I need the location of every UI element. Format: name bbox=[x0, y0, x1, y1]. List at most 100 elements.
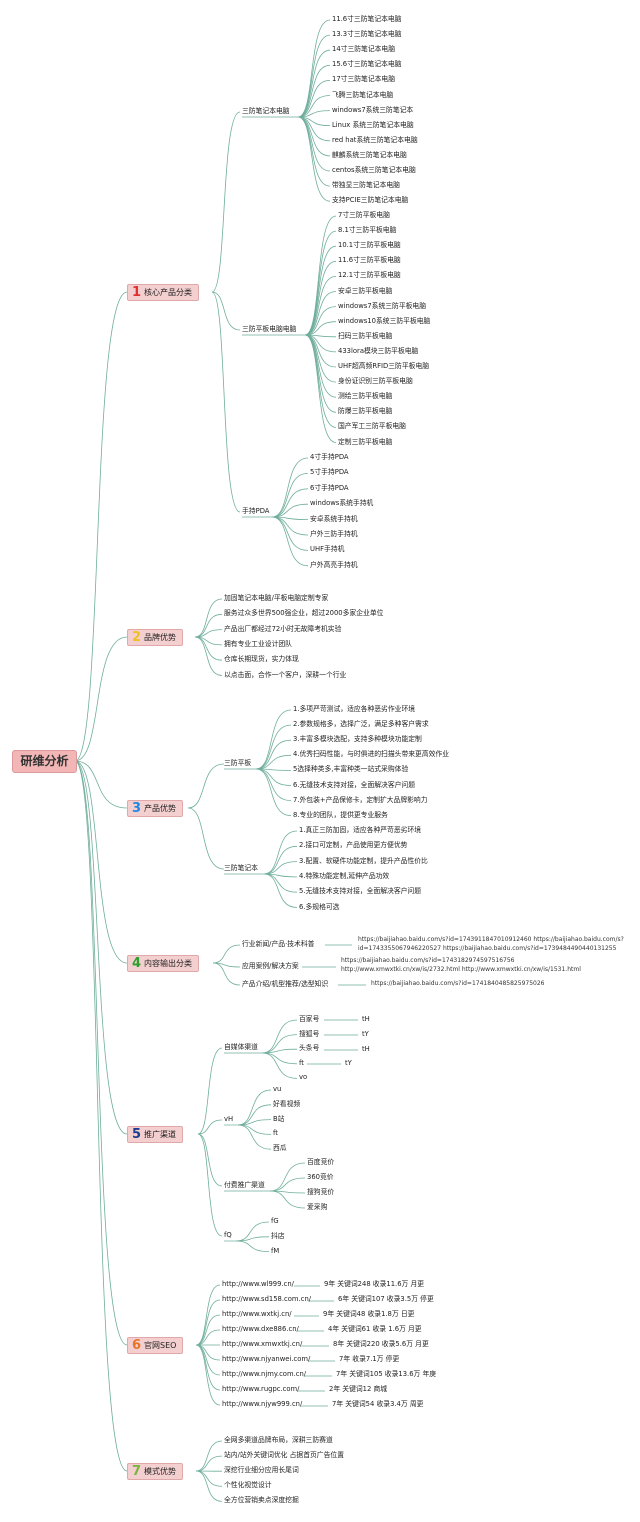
model-item[interactable]: 站内/站外关键词优化 占据首页广告位置 bbox=[224, 1451, 344, 1460]
model-item[interactable]: 深挖行业细分应用长尾词 bbox=[224, 1466, 299, 1475]
ecommerce-item[interactable]: fG bbox=[271, 1217, 279, 1225]
pda-item[interactable]: 4寸手持PDA bbox=[310, 453, 349, 461]
brand-item[interactable]: 以点击面，合作一个客户，深耕一个行业 bbox=[224, 670, 347, 679]
laptop-item[interactable]: 13.3寸三防笔记本电脑 bbox=[332, 30, 402, 39]
tablet-item[interactable]: 身份证识别三防平板电脑 bbox=[338, 377, 413, 386]
seo-site-info[interactable]: 8年 关键词220 收录5.6万 月更 bbox=[333, 1340, 429, 1348]
self-media-item[interactable]: 头条号 bbox=[299, 1044, 320, 1053]
tablet-item[interactable]: 12.1寸三防平板电脑 bbox=[338, 271, 401, 280]
branch-self-media[interactable]: 自媒体渠道 bbox=[224, 1043, 258, 1051]
branch-rugged-laptop-adv[interactable]: 三防笔记本 bbox=[224, 864, 258, 872]
content-url[interactable]: https://baijiahao.baidu.com/s?id=1741840… bbox=[371, 980, 545, 987]
seo-site-info[interactable]: 4年 关键词61 收录 1.6万 月更 bbox=[328, 1325, 422, 1333]
tablet-item[interactable]: 10.1寸三防平板电脑 bbox=[338, 241, 401, 250]
seo-site-info[interactable]: 9年 关键词48 收录1.8万 日更 bbox=[323, 1310, 415, 1318]
content-url[interactable]: https://baijiahao.baidu.com/s?id=1743182… bbox=[341, 957, 515, 964]
pda-item[interactable]: 户外三防手持机 bbox=[310, 530, 358, 538]
tablet-item[interactable]: UHF超高频RFID三防平板电脑 bbox=[338, 362, 430, 370]
tablet-item[interactable]: windows10系统三防平板电脑 bbox=[338, 316, 431, 325]
tablet-item[interactable]: windows7系统三防平板电脑 bbox=[338, 301, 427, 310]
branch-cases[interactable]: 应用案例/解决方案 bbox=[242, 962, 299, 970]
seo-site-url[interactable]: http://www.wl999.cn/ bbox=[222, 1280, 294, 1288]
pda-item[interactable]: 6寸手持PDA bbox=[310, 483, 349, 492]
model-item[interactable]: 全方位营销卖点深度挖掘 bbox=[224, 1496, 299, 1505]
video-item[interactable]: vu bbox=[273, 1085, 282, 1093]
pda-item[interactable]: 安卓系统手持机 bbox=[310, 514, 358, 523]
paid-item[interactable]: 爱采购 bbox=[307, 1203, 328, 1211]
seo-site-url[interactable]: http://www.njyanwei.com/ bbox=[222, 1355, 311, 1363]
branch-intro[interactable]: 产品介绍/机型推荐/选型知识 bbox=[242, 980, 329, 988]
tablet-adv-item[interactable]: 3.丰富多模块选配，支持多种模块功能定制 bbox=[293, 735, 422, 744]
seo-site-url[interactable]: http://www.rugpc.com/ bbox=[222, 1385, 300, 1393]
video-item[interactable]: B站 bbox=[273, 1114, 285, 1123]
content-url[interactable]: https://baijiahao.baidu.com/s?id=1743911… bbox=[358, 936, 624, 943]
pda-item[interactable]: windows系统手持机 bbox=[310, 499, 374, 508]
tablet-item[interactable]: 433lora模块三防平板电脑 bbox=[338, 346, 419, 355]
tablet-adv-item[interactable]: 6.无缝技术支持对接，全面解决客户问题 bbox=[293, 780, 416, 789]
laptop-item[interactable]: 14寸三防笔记本电脑 bbox=[332, 45, 396, 54]
pda-item[interactable]: 户外高亮手持机 bbox=[310, 560, 358, 569]
model-item[interactable]: 全网多渠道品牌布局，深耕三防赛道 bbox=[224, 1436, 333, 1444]
laptop-adv-item[interactable]: 4.特殊功能定制,延伸产品功效 bbox=[299, 871, 390, 880]
self-media-item[interactable]: ft bbox=[299, 1058, 304, 1067]
self-media-tag[interactable]: tH bbox=[362, 1045, 370, 1053]
content-url[interactable]: id=1743355067946220527 https://baijiahao… bbox=[358, 945, 617, 952]
laptop-adv-item[interactable]: 6.多规格可选 bbox=[299, 902, 340, 911]
brand-item[interactable]: 仓库长期现货，实力体现 bbox=[224, 655, 299, 664]
tablet-adv-item[interactable]: 7.外包装+产品保修卡，定制扩大品牌影响力 bbox=[293, 795, 428, 804]
brand-item[interactable]: 拥有专业工业设计团队 bbox=[224, 639, 292, 648]
branch-rugged-tablet[interactable]: 三防平板电脑电脑 bbox=[242, 325, 297, 333]
laptop-item[interactable]: 麒麟系统三防笔记本电脑 bbox=[332, 150, 407, 159]
laptop-adv-item[interactable]: 1.真正三防加固，适应各种严苛恶劣环境 bbox=[299, 826, 422, 834]
laptop-item[interactable]: 飞腾三防笔记本电脑 bbox=[332, 90, 394, 99]
seo-site-url[interactable]: http://www.wxtkj.cn/ bbox=[222, 1310, 292, 1318]
laptop-item[interactable]: 带独显三防笔记本电脑 bbox=[332, 181, 400, 190]
laptop-item[interactable]: 支持PCIE三防笔记本电脑 bbox=[332, 196, 409, 205]
seo-site-url[interactable]: http://www.njmy.com.cn/ bbox=[222, 1370, 307, 1378]
paid-item[interactable]: 百度竞价 bbox=[307, 1158, 335, 1166]
pda-item[interactable]: 5寸手持PDA bbox=[310, 468, 349, 477]
tablet-adv-item[interactable]: 4.优秀扫码性能，与时俱进的扫描头带来更高效作业 bbox=[293, 750, 450, 759]
tablet-adv-item[interactable]: 8.专业的团队，提供更专业服务 bbox=[293, 810, 388, 819]
ecommerce-item[interactable]: 抖店 bbox=[271, 1231, 285, 1240]
pda-item[interactable]: UHF手持机 bbox=[310, 545, 345, 554]
brand-item[interactable]: 服务过众多世界500强企业，超过2000多家企业单位 bbox=[224, 609, 384, 618]
seo-site-info[interactable]: 7年 关键词105 收录13.6万 年庚 bbox=[336, 1370, 437, 1378]
seo-site-url[interactable]: http://www.dxe886.cn/ bbox=[222, 1325, 299, 1333]
branch-rugged-laptop[interactable]: 三防笔记本电脑 bbox=[242, 107, 290, 115]
self-media-tag[interactable]: tY bbox=[362, 1030, 369, 1038]
laptop-adv-item[interactable]: 2.接口可定制，产品使用更方便优势 bbox=[299, 841, 408, 850]
tablet-item[interactable]: 防爆三防平板电脑 bbox=[338, 407, 393, 416]
seo-site-info[interactable]: 2年 关键词12 商城 bbox=[329, 1385, 388, 1393]
seo-site-url[interactable]: http://www.sd158.com.cn/ bbox=[222, 1295, 312, 1303]
root-node[interactable]: 研维分析 bbox=[12, 750, 77, 773]
video-item[interactable]: ft bbox=[273, 1129, 278, 1138]
tablet-adv-item[interactable]: 1.多项严苛测试，适应各种恶劣作业环境 bbox=[293, 705, 416, 713]
seo-site-info[interactable]: 6年 关键词107 收录3.5万 停更 bbox=[338, 1295, 434, 1303]
content-url[interactable]: http://www.xmwxtki.cn/xw/is/2732.html ht… bbox=[341, 966, 581, 973]
self-media-tag[interactable]: tH bbox=[362, 1015, 370, 1023]
ecommerce-item[interactable]: fM bbox=[271, 1246, 280, 1255]
tablet-adv-item[interactable]: 5选择种类多,丰富种类一站式采购体验 bbox=[293, 765, 409, 774]
laptop-item[interactable]: red hat系统三防笔记本电脑 bbox=[332, 135, 418, 144]
self-media-item[interactable]: 搜狐号 bbox=[299, 1029, 320, 1038]
seo-site-url[interactable]: http://www.njyw999.cn/ bbox=[222, 1400, 303, 1408]
seo-site-info[interactable]: 9年 关键词248 收录11.6万 月更 bbox=[324, 1280, 425, 1288]
brand-item[interactable]: 产品出厂都经过72小时无故障考机实验 bbox=[224, 624, 342, 633]
video-item[interactable]: 西瓜 bbox=[273, 1144, 287, 1153]
branch-news[interactable]: 行业新闻/产品·技术科普 bbox=[242, 940, 315, 948]
branch-video[interactable]: vH bbox=[224, 1115, 234, 1123]
tablet-item[interactable]: 8.1寸三防平板电脑 bbox=[338, 226, 397, 235]
laptop-item[interactable]: windows7系统三防笔记本 bbox=[332, 105, 414, 114]
laptop-item[interactable]: Linux 系统三防笔记本电脑 bbox=[332, 120, 414, 129]
model-item[interactable]: 个性化视觉设计 bbox=[224, 1481, 272, 1490]
tablet-item[interactable]: 安卓三防平板电脑 bbox=[338, 286, 393, 295]
tablet-item[interactable]: 测绘三防平板电脑 bbox=[338, 392, 393, 401]
laptop-adv-item[interactable]: 3.配置、软硬件功能定制，提升产品性价比 bbox=[299, 856, 428, 865]
tablet-item[interactable]: 7寸三防平板电脑 bbox=[338, 211, 390, 219]
tablet-item[interactable]: 11.6寸三防平板电脑 bbox=[338, 256, 401, 265]
